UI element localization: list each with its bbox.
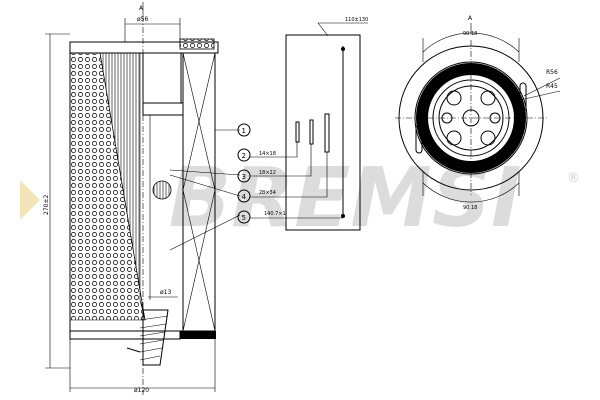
callout-dimension-2: 14×18 <box>259 151 276 157</box>
end-view-top-dim: 90.18 <box>463 31 477 37</box>
callout-dimension-4: 28×34 <box>259 190 276 196</box>
total-length-label: 110±130 <box>345 17 368 23</box>
callout-balloon-1 <box>237 123 251 137</box>
callout-number-5: 5 <box>242 214 246 222</box>
callout-balloon-4 <box>237 189 251 203</box>
end-view-section-mark: A <box>468 15 473 22</box>
bottom-diameter-label: ø120 <box>134 387 149 394</box>
inner-diameter-label: ø13 <box>160 289 171 296</box>
callout-balloon-2 <box>237 148 251 162</box>
section-mark-top: A <box>139 5 144 12</box>
watermark-arrow-icon <box>20 180 40 220</box>
watermark-registered-mark: ® <box>567 171 580 186</box>
callout-number-3: 3 <box>242 173 246 181</box>
callout-balloon-5 <box>237 210 251 224</box>
threaded-spindle <box>126 309 169 366</box>
bypass-valve <box>152 180 172 200</box>
filter-side-view: A ø56 270±2 ø13 <box>43 2 241 395</box>
callout-dimension-3: 18×22 <box>259 170 276 176</box>
parts-panel: 110±130 1 2 14×18 3 18×22 4 28×34 5 140.… <box>237 17 368 231</box>
radius-inner-label: R45 <box>546 83 558 90</box>
bottom-seal-knurl <box>180 331 216 339</box>
callout-dimension-5: 140.7×1 <box>264 211 286 217</box>
callout-number-4: 4 <box>242 193 247 201</box>
end-view-bottom-dim: 90.18 <box>463 205 477 211</box>
pleated-media <box>99 52 146 321</box>
height-dimension-label: 270±2 <box>43 195 50 215</box>
callout-number-2: 2 <box>242 152 246 160</box>
callout-number-1: 1 <box>242 127 246 135</box>
filter-end-view: A 90.18 R56 R45 <box>395 15 561 211</box>
top-seal-knurl <box>179 38 215 50</box>
radius-outer-label: R56 <box>546 69 558 76</box>
